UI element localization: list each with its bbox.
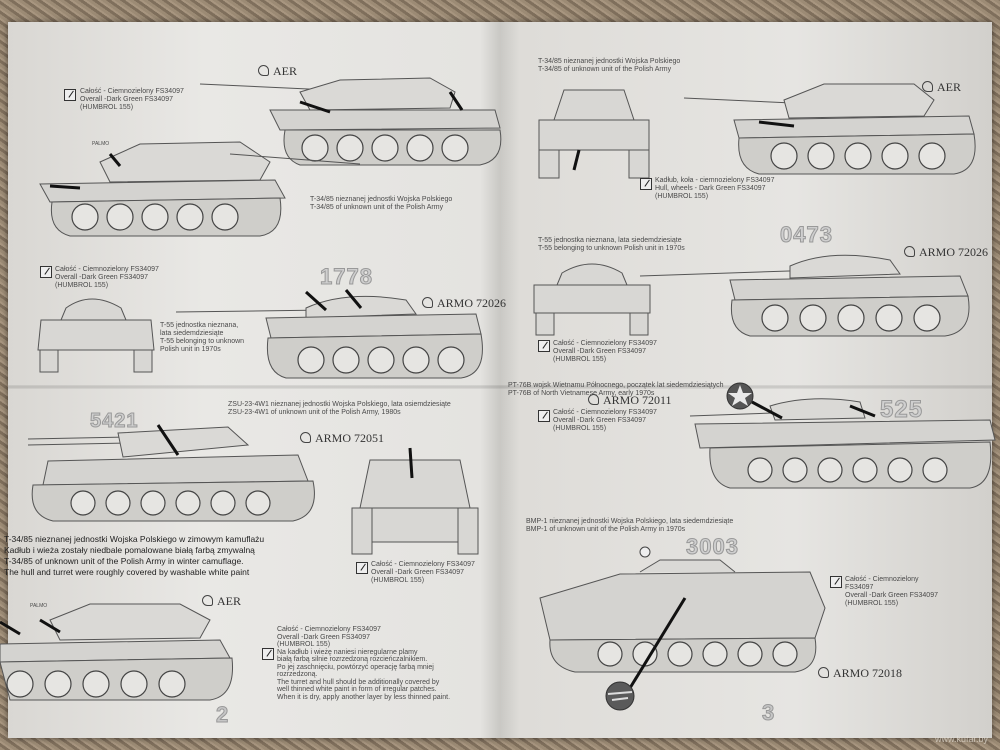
t34-side-view-2: [39, 141, 361, 237]
t55-front-view-1: [37, 298, 155, 373]
brand-armo-72011: ARMO 72011: [588, 393, 672, 408]
paint-checkbox: [262, 648, 274, 660]
brand-aer-1: AER: [258, 64, 297, 79]
paint-checkbox: [356, 562, 368, 574]
page-number-left: 2: [215, 702, 229, 728]
caption-zsu-desc: ZSU-23-4W1 nieznanej jednostki Wojska Po…: [228, 401, 451, 416]
marking-number-3003: 3003: [686, 534, 739, 560]
paint-checkbox: [64, 89, 76, 101]
unit-emblem-icon: [605, 681, 635, 711]
t55-front-view-2: [533, 263, 651, 336]
brand-armo-72051: ARMO 72051: [300, 431, 384, 446]
zsu-front-view: [351, 447, 479, 555]
paint-checkbox: [640, 178, 652, 190]
t55-side-view-2: [639, 254, 970, 337]
caption-t55b-desc: T-55 jednostka nieznana, lata siedemdzie…: [538, 237, 685, 252]
brand-aer-2: AER: [202, 594, 241, 609]
star-roundel-icon: [728, 385, 752, 406]
paint-checkbox: [830, 576, 842, 588]
paint-checkbox: [538, 410, 550, 422]
brand-armo-72026-1: ARMO 72026: [422, 296, 506, 311]
marking-number-5421: 5421: [90, 410, 139, 433]
paper-fold: [8, 385, 992, 389]
marking-number-525: 525: [879, 396, 924, 424]
marking-number-1778: 1778: [320, 264, 373, 290]
caption-t34a-desc: T-34/85 nieznanej jednostki Wojska Polsk…: [310, 196, 453, 211]
page-number-right: 3: [761, 700, 775, 726]
brand-aer-3: AER: [922, 80, 961, 95]
t55-side-view-1: [175, 289, 483, 379]
roundel-icon: [639, 546, 651, 558]
label-palmo: PALMO: [92, 141, 110, 147]
caption-pt76-desc: PT-76B wojsk Wietnamu Północnego, począt…: [508, 382, 724, 397]
t34-winter-side-view: [0, 603, 234, 701]
caption-t34b-desc: T-34/85 nieznanej jednostki Wojska Polsk…: [538, 58, 681, 73]
marking-arrow: [299, 100, 331, 114]
brand-armo-72026-2: ARMO 72026: [904, 245, 988, 260]
zsu-side-view: [27, 424, 315, 522]
caption-t55a-desc: T-55 jednostka nieznana,lata siedemdzies…: [160, 322, 245, 353]
label-palmo: PALMO: [30, 603, 48, 609]
t34-side-view-3: [683, 83, 976, 175]
pt76-side-view: [689, 382, 996, 489]
brand-armo-72018: ARMO 72018: [818, 666, 902, 681]
t34-side-view-1: [199, 77, 502, 166]
caption-bmp-desc: BMP-1 nieznanej jednostki Wojska Polskie…: [526, 518, 734, 533]
caption-winter-desc: T-34/85 nieznanej jednostki Wojska Polsk…: [4, 534, 265, 577]
marking-number-0473: 0473: [780, 222, 833, 248]
watermark: www.kufar.by: [934, 734, 988, 744]
bmp1-side-view: [539, 546, 826, 711]
paint-checkbox: [538, 340, 550, 352]
paint-checkbox: [40, 266, 52, 278]
t34-front-view: [538, 89, 650, 179]
